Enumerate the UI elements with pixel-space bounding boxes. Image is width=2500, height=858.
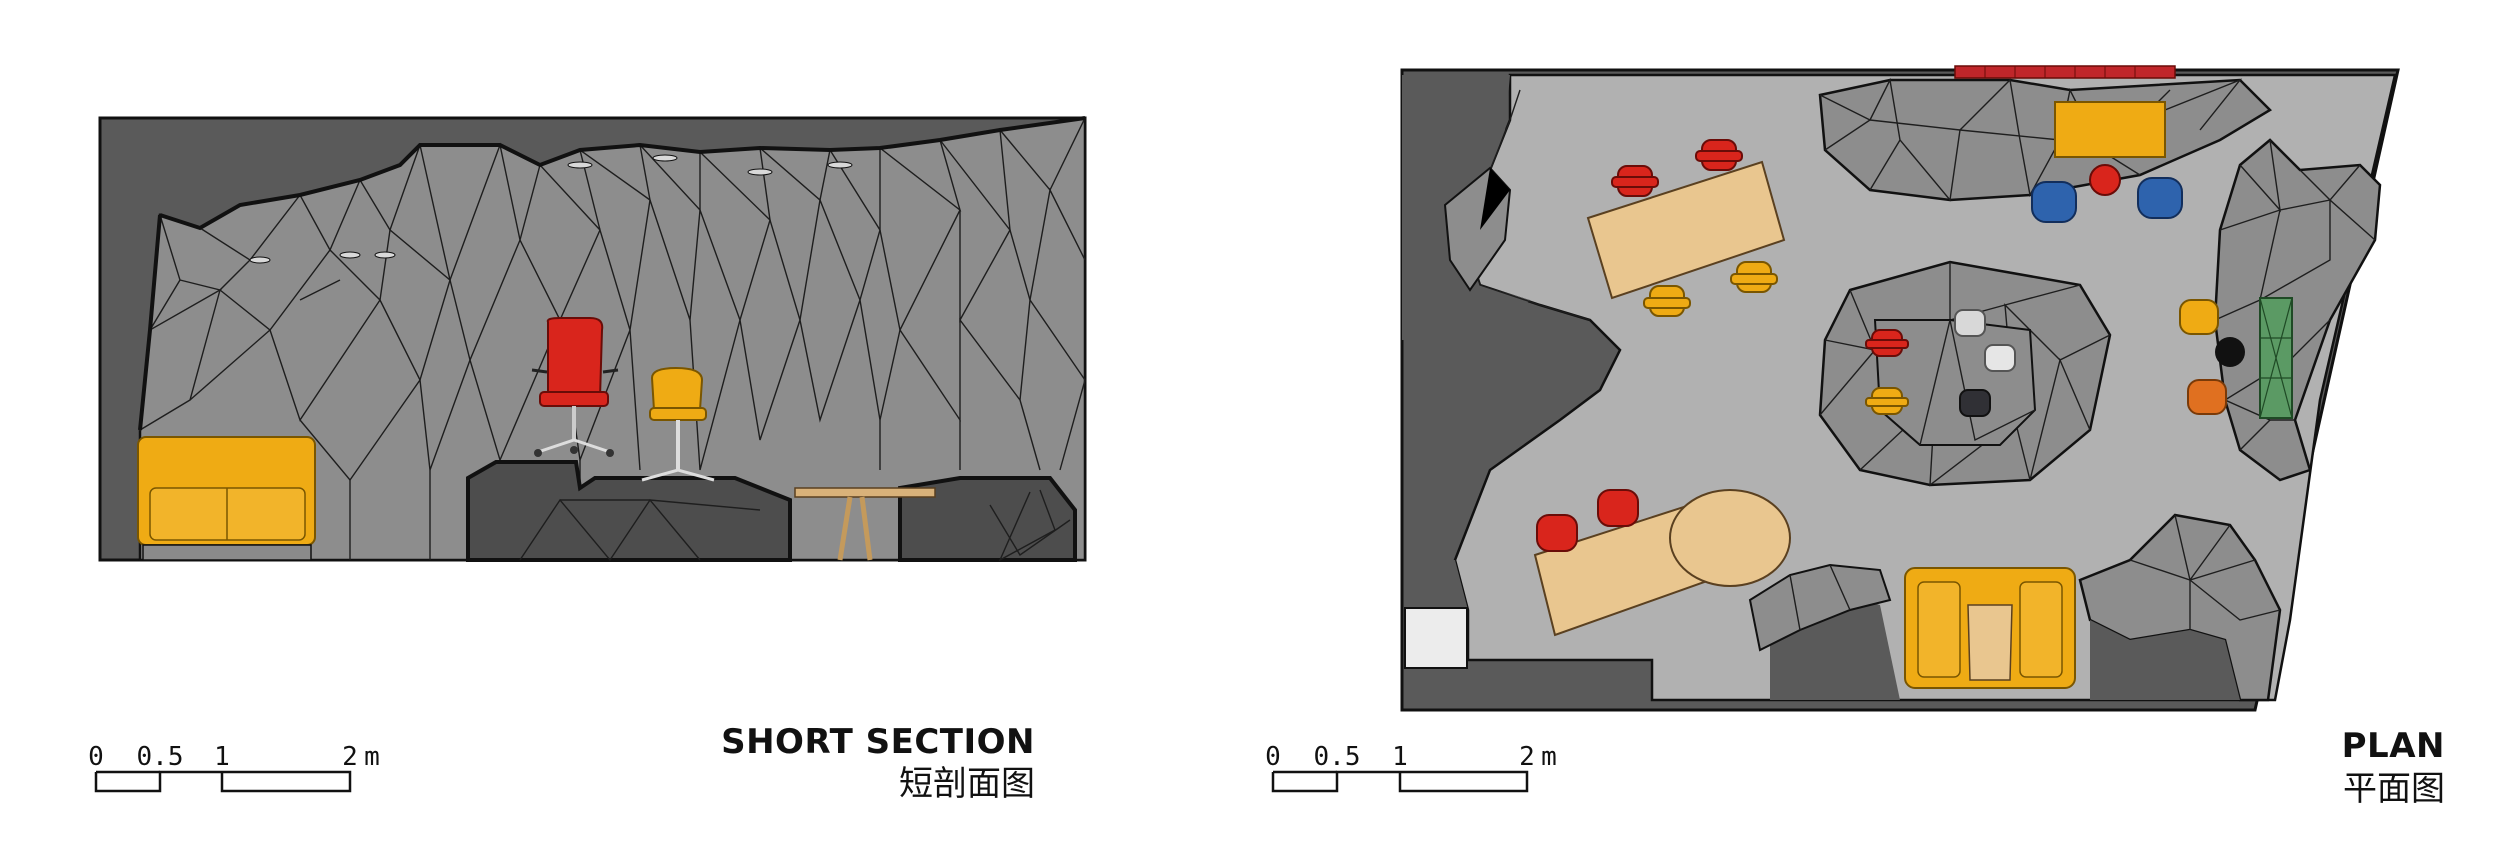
plan-chair-orange-right <box>2187 379 2227 415</box>
short-section-drawing <box>98 116 1087 562</box>
section-cave-outline <box>159 116 1086 231</box>
plan-wall-bottom-right-mesh <box>2129 514 2281 630</box>
plan-chair-yellow-1 <box>1643 285 1691 317</box>
plan-chair-red-3 <box>1536 514 1578 552</box>
section-scale-bar: 0 0.5 1 2 m <box>88 742 380 793</box>
plan-wall-right-mesh <box>2214 139 2376 451</box>
plan-chairs <box>1536 139 2245 552</box>
plan-table-bottom <box>1533 489 1791 637</box>
plan-chair-red-1 <box>1611 165 1659 197</box>
plan-wall-right <box>2213 138 2382 482</box>
plan-stool-red <box>2089 164 2121 196</box>
plan-chair-white-2 <box>1984 344 2016 372</box>
plan-chair-red-center <box>1865 329 1909 357</box>
plan-drawing <box>1400 65 2400 712</box>
plan-chair-yellow-2 <box>1730 261 1778 293</box>
plan-chair-red-4 <box>1597 489 1639 527</box>
section-title: SHORT SECTION <box>721 722 1035 762</box>
plan-title: PLAN <box>2342 726 2445 766</box>
plan-wall-bottom-mid-facets <box>1748 563 1892 652</box>
plan-scale-label-1: 1 <box>1392 742 1408 772</box>
section-wood-table <box>794 487 936 561</box>
plan-scale-unit: m <box>1541 742 1557 772</box>
plan-chair-blue-1 <box>2031 181 2077 223</box>
plan-table-top <box>1586 160 1786 300</box>
section-scale-label-05: 0.5 <box>137 742 184 772</box>
section-skylights <box>249 154 853 264</box>
plan-yellow-sofa <box>1904 567 2076 689</box>
plan-chair-yellow-center <box>1865 387 1909 415</box>
section-scale-label-2: 2 <box>342 742 358 772</box>
section-subtitle: 短剖面图 <box>899 764 1035 804</box>
plan-chair-white-1 <box>1954 309 1986 337</box>
section-scale-label-0: 0 <box>88 742 104 772</box>
section-yellow-chair <box>641 366 715 482</box>
section-yellow-sofa <box>137 436 316 561</box>
plan-green-bookshelf <box>2259 297 2293 419</box>
plan-scale-label-0: 0 <box>1265 742 1281 772</box>
plan-scale-bar: 0 0.5 1 2 m <box>1265 742 1557 793</box>
plan-chair-yellow-right <box>2179 299 2219 335</box>
plan-dark-bottom-right <box>2090 620 2240 700</box>
section-right-bench <box>898 476 1077 562</box>
plan-red-shelf-top <box>1954 65 2176 79</box>
plan-chair-blue-2 <box>2137 177 2183 219</box>
section-desk <box>466 460 792 562</box>
plan-scale-label-2: 2 <box>1519 742 1535 772</box>
section-scale-label-1: 1 <box>214 742 230 772</box>
plan-wall-top-left <box>1402 75 1530 340</box>
plan-yellow-bench <box>2054 101 2166 158</box>
section-cave-left-edge <box>138 214 162 431</box>
section-desk-mesh <box>519 498 761 562</box>
plan-chair-red-2 <box>1695 139 1743 171</box>
plan-subtitle: 平面图 <box>2343 769 2445 809</box>
plan-stool-black <box>2215 337 2245 367</box>
section-scale-unit: m <box>364 742 380 772</box>
plan-scale-label-05: 0.5 <box>1314 742 1361 772</box>
section-right-bench-mesh <box>989 489 1071 562</box>
section-red-office-chair <box>531 317 619 457</box>
plan-chair-dark-center <box>1959 389 1991 417</box>
plan-white-cabinet <box>1404 607 1468 669</box>
